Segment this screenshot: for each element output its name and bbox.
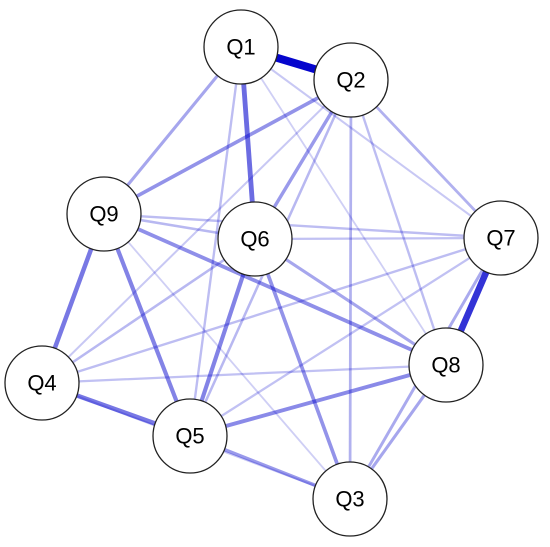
- node-circle: [408, 327, 484, 403]
- edge-q4-q8: [40, 363, 448, 385]
- node-circle: [313, 42, 389, 118]
- edge-q1-q8: [240, 46, 447, 366]
- node-label: Q5: [175, 424, 204, 449]
- edge-q1-q7: [239, 45, 503, 240]
- edge-q2-q8: [349, 78, 448, 367]
- node-circle: [203, 9, 279, 85]
- node-circle: [66, 176, 142, 252]
- node-q6: Q6: [217, 201, 293, 277]
- edge-q1-q5: [188, 45, 243, 438]
- node-circle: [312, 461, 388, 537]
- node-label: Q4: [27, 371, 56, 396]
- node-label: Q3: [335, 487, 364, 512]
- edge-q2-q9: [102, 78, 353, 216]
- node-q5: Q5: [152, 398, 228, 474]
- node-label: Q7: [486, 226, 515, 251]
- node-q2: Q2: [313, 42, 389, 118]
- node-q3: Q3: [312, 461, 388, 537]
- edge-q9-q7: [102, 212, 503, 240]
- node-circle: [463, 200, 539, 276]
- edge-q6-q4: [40, 237, 257, 385]
- node-label: Q8: [431, 353, 460, 378]
- edge-q2-q4: [40, 78, 353, 385]
- node-label: Q1: [226, 35, 255, 60]
- node-label: Q9: [89, 202, 118, 227]
- edge-q6-q3: [253, 237, 352, 501]
- node-circle: [4, 345, 80, 421]
- node-circle: [217, 201, 293, 277]
- node-circle: [152, 398, 228, 474]
- edge-q5-q7: [188, 236, 503, 438]
- edge-q6-q7: [253, 236, 503, 241]
- node-q7: Q7: [463, 200, 539, 276]
- node-q4: Q4: [4, 345, 80, 421]
- edge-q9-q5: [101, 211, 193, 439]
- node-q1: Q1: [203, 9, 279, 85]
- edge-q9-q8: [102, 212, 448, 367]
- node-label: Q6: [240, 227, 269, 252]
- edge-q6-q8: [253, 237, 448, 367]
- edge-q4-q7: [40, 236, 503, 385]
- edge-q5-q8: [188, 363, 448, 438]
- edge-q2-q3: [348, 78, 353, 501]
- edge-q9-q3: [103, 213, 351, 500]
- edge-layer: [39, 43, 505, 501]
- node-q9: Q9: [66, 176, 142, 252]
- node-label: Q2: [336, 68, 365, 93]
- node-q8: Q8: [408, 327, 484, 403]
